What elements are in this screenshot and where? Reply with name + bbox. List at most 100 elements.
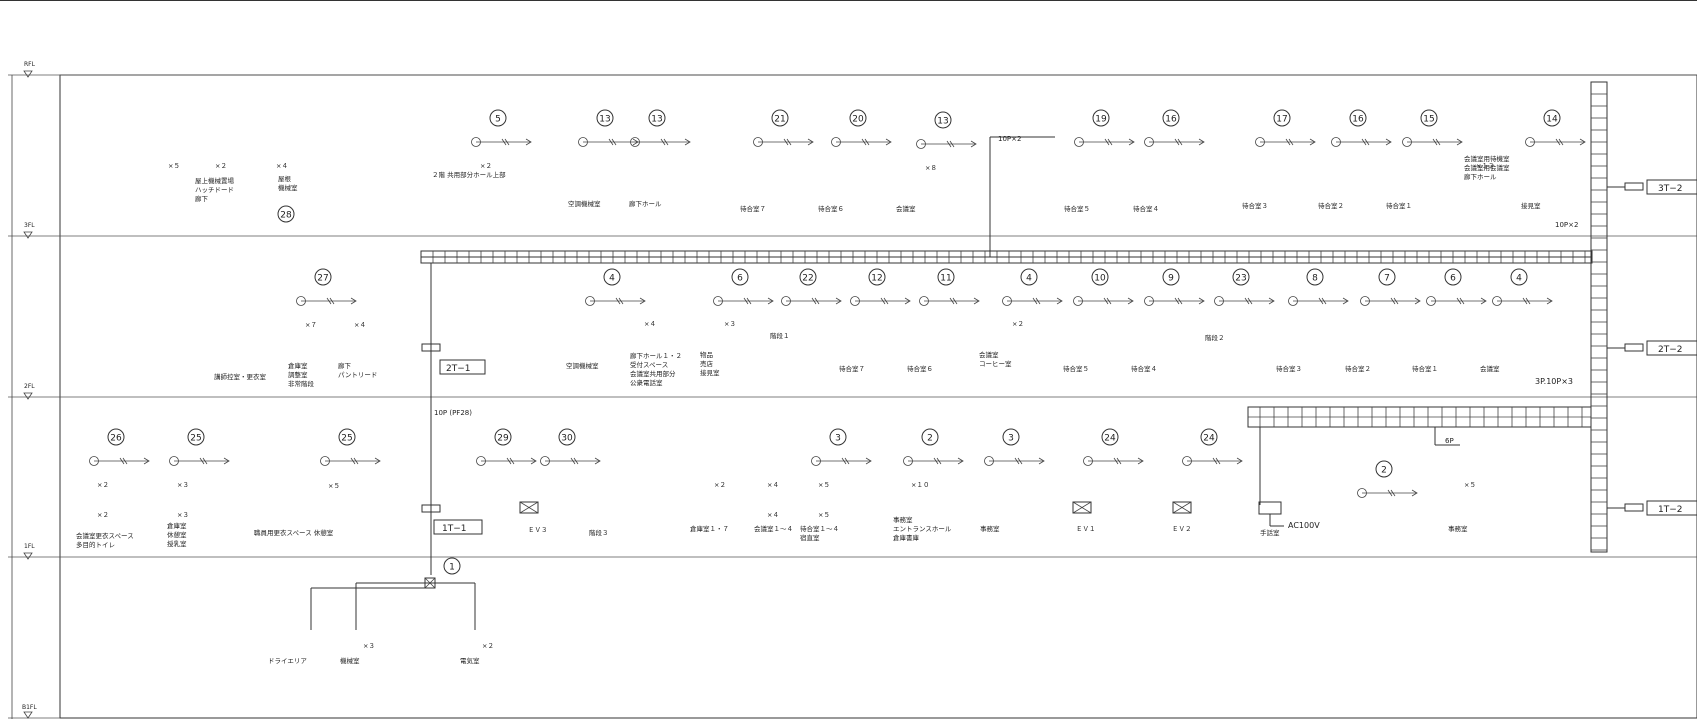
floor-marker-2fl: 2FL (23, 383, 35, 400)
node-number: 16 (1144, 109, 1205, 147)
panel-label: 2T−1 (446, 364, 471, 374)
count-label: ×４ (644, 320, 656, 328)
node-number-text: 3 (835, 434, 841, 444)
room-label: 会議室コーヒー室 (979, 350, 1012, 368)
node-number-text: 26 (110, 434, 122, 444)
node-number-text: 2 (927, 434, 933, 444)
floor-marker-1fl: 1FL (23, 543, 35, 560)
room-label: 電気室 (460, 656, 480, 665)
node-number: 10 (1073, 268, 1134, 306)
floor-label: B1FL (22, 704, 37, 711)
floor-marker-3fl: 3FL (23, 222, 35, 239)
panel-label: 1T−2 (1658, 505, 1683, 515)
node-number: 28 (277, 205, 295, 223)
floor-label: 1FL (24, 543, 35, 550)
room-label: 倉庫室１・７ (690, 524, 729, 533)
room-label: 廊下ホール (629, 199, 662, 208)
node-number-text: 19 (1095, 115, 1107, 125)
room-label: 事務室 (980, 524, 1000, 533)
room-label: ドライエリア (268, 657, 307, 665)
room-label: 物品売店接見室 (700, 350, 720, 377)
node-number: 7 (1360, 268, 1421, 306)
room-label: 廊下ホール１・２受付スペース会議室共用部分公衆電話室 (630, 351, 682, 387)
count-label: ×５ (818, 481, 830, 489)
floor-marker-rfl: RFL (23, 61, 36, 78)
room-label: 会議室用待機室会議室用会議室廊下ホール (1464, 154, 1510, 181)
node-number: 15 (1402, 109, 1463, 147)
node-number: 16 (1331, 109, 1392, 147)
ev-box (1072, 501, 1092, 514)
count-label: ×２ (714, 481, 726, 489)
node-number-text: 4 (1026, 274, 1032, 284)
room-label: 待合室４ (1133, 204, 1159, 213)
node-number: 3 (811, 428, 872, 466)
room-label: 待合室５ (1064, 204, 1090, 213)
panel-1t2[interactable]: 1T−2 (1607, 500, 1697, 516)
node-number: 26 (89, 428, 150, 466)
node-number-text: 28 (280, 211, 292, 221)
node-number: 20 (831, 109, 892, 147)
panel-2t2[interactable]: 2T−2 (1607, 340, 1697, 356)
node-number-text: 16 (1352, 115, 1364, 125)
node-number: 23 (1214, 268, 1275, 306)
junction-box (310, 577, 476, 630)
room-label: ＥＶ１ (1076, 525, 1096, 533)
node-number-text: 30 (561, 434, 573, 444)
node-number-text: 24 (1104, 434, 1116, 444)
panel-2t1[interactable]: 2T−1 (421, 343, 486, 375)
panel-label: 3T−2 (1658, 184, 1683, 194)
room-label: 待合室２ (1345, 364, 1371, 373)
node-number: 13 (630, 109, 691, 147)
room-label: 待合室４ (1131, 364, 1157, 373)
cable-label: 10P×2 (998, 135, 1021, 143)
node-number-text: 23 (1235, 274, 1246, 284)
node-number: 27 (296, 268, 357, 306)
node-number-text: 11 (940, 274, 951, 284)
room-label-layer: 屋上機械置場ハッチドード廊下屋根機械室２階 共用部分ホール上部空調機械室廊下ホー… (76, 154, 1541, 665)
count-label: ×３ (363, 642, 375, 650)
room-label: 待合室５ (1063, 364, 1089, 373)
room-label: 階段３ (589, 528, 609, 537)
count-label: ×４ (767, 481, 779, 489)
panel-3t2[interactable]: 3T−2 (1607, 179, 1697, 195)
node-number: 3 (984, 428, 1045, 466)
node-number: 12 (850, 268, 911, 306)
room-label: 廊下パントリード (338, 361, 377, 379)
room-label: 倉庫室休憩室授乳室 (167, 521, 187, 548)
node-number: 2 (1357, 460, 1418, 498)
room-label: 接見室 (1521, 201, 1541, 210)
node-number: 8 (1288, 268, 1349, 306)
floor-label: 3FL (24, 222, 35, 229)
node-number-text: 14 (1546, 115, 1558, 125)
node-number-text: 2 (1381, 466, 1387, 476)
room-label: 機械室 (340, 656, 360, 665)
room-label: ２階 共用部分ホール上部 (432, 170, 506, 179)
node-number-text: 13 (651, 115, 662, 125)
node-number: 1 (443, 557, 461, 575)
node-number-text: 4 (609, 274, 615, 284)
room-label: 待合室３ (1276, 364, 1302, 373)
node-number: 30 (540, 428, 601, 466)
node-number-text: 13 (599, 115, 610, 125)
panel-1t1[interactable]: 1T−1 (421, 504, 483, 535)
node-number-text: 6 (1450, 274, 1456, 284)
node-number: 6 (713, 268, 774, 306)
count-label: ×４ (276, 162, 288, 170)
room-label: 屋根機械室 (278, 174, 298, 192)
node-number-text: 29 (497, 434, 509, 444)
node-number-text: 25 (341, 434, 352, 444)
cable-label: AC100V (1288, 521, 1320, 530)
room-label: 待合室２ (1318, 201, 1344, 210)
cable-label: 6P (1445, 437, 1454, 445)
room-label: 倉庫室調整室非常階段 (288, 361, 315, 388)
node-number-text: 9 (1168, 274, 1174, 284)
node-number-text: 15 (1423, 115, 1434, 125)
node-number-text: 24 (1203, 434, 1215, 444)
room-label: 屋上機械置場ハッチドード廊下 (195, 176, 235, 203)
node-number: 17 (1255, 109, 1316, 147)
cable-label: 10P (PF28) (434, 409, 472, 417)
room-label: 会議室１〜４ (754, 524, 793, 533)
node-number-text: 22 (802, 274, 813, 284)
